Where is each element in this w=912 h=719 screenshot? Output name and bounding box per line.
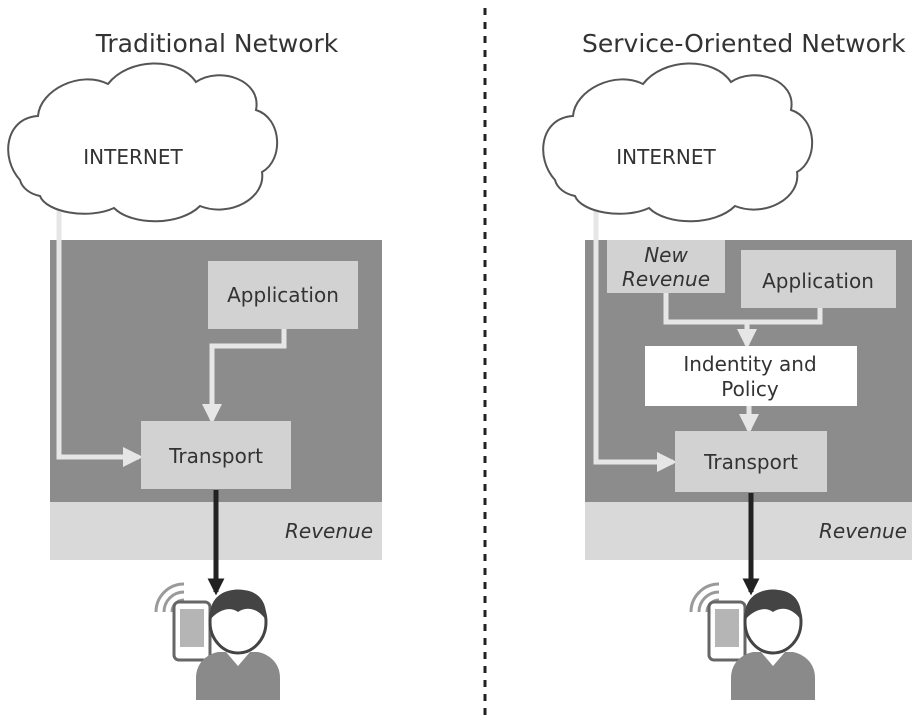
- right-new-revenue-box: [607, 240, 725, 293]
- right-internet-flow: [593, 205, 677, 472]
- left-cloud-label: INTERNET: [83, 145, 183, 169]
- right-new-revenue-line1: New: [644, 243, 688, 267]
- mobile-user-icon: [689, 582, 815, 700]
- right-identity-policy-box: [645, 346, 857, 406]
- cloud-icon: [542, 62, 813, 223]
- cloud-icon: [7, 62, 278, 223]
- right-application-box: [741, 250, 896, 308]
- right-identity-line2: Policy: [721, 377, 779, 401]
- right-title: Service-Oriented Network: [582, 29, 906, 58]
- right-identity-line1: Indentity and: [683, 352, 816, 376]
- mobile-user-icon: [154, 582, 280, 700]
- right-transport-box: [675, 431, 827, 492]
- left-application-flow: [202, 328, 287, 424]
- left-transport-label: Transport: [168, 444, 263, 468]
- left-title: Traditional Network: [95, 29, 339, 58]
- left-panel: Traditional Network Revenue INTERNET App…: [7, 29, 382, 700]
- right-transport-label: Transport: [703, 450, 798, 474]
- left-transport-box: [141, 421, 291, 489]
- right-application-label: Application: [762, 269, 874, 293]
- right-new-revenue-flow: [663, 293, 823, 325]
- left-internet-flow: [56, 203, 143, 467]
- left-application-box: [208, 261, 358, 329]
- right-cloud-label: INTERNET: [616, 145, 716, 169]
- right-new-revenue-line2: Revenue: [622, 267, 710, 291]
- left-application-label: Application: [227, 283, 339, 307]
- right-revenue-label: Revenue: [819, 519, 907, 543]
- right-panel: Service-Oriented Network Revenue INTERNE…: [542, 29, 912, 700]
- left-revenue-label: Revenue: [285, 519, 373, 543]
